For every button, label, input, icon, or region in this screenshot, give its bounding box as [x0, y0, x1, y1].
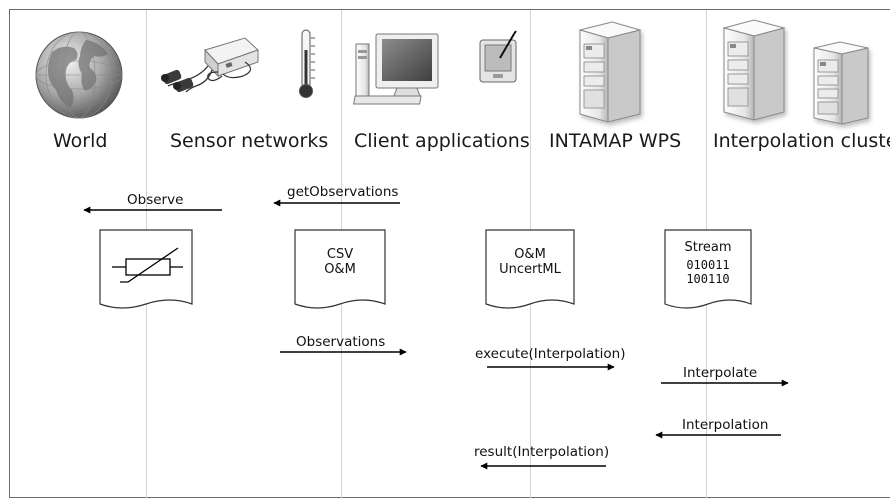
sensor-symbol-document	[99, 229, 193, 309]
stream-document	[664, 229, 752, 309]
lane-header-world: World	[53, 130, 108, 152]
get-observations-label: getObservations	[287, 184, 399, 200]
csv-om-document	[294, 229, 386, 309]
interpolate-label: Interpolate	[683, 365, 758, 381]
lane-header-intamap-wps: INTAMAP WPS	[549, 130, 682, 152]
pda-icon	[479, 30, 517, 83]
om-uncertml-document	[485, 229, 575, 309]
csv-om-document-text: CSV O&M	[295, 247, 385, 277]
globe-icon	[35, 31, 123, 119]
interpolation-label: Interpolation	[682, 417, 769, 433]
doc-line: O&M	[514, 247, 546, 262]
doc-line: UncertML	[499, 262, 561, 277]
server-icon	[578, 21, 642, 123]
doc-line: 010011	[686, 258, 730, 272]
doc-line: CSV	[326, 247, 354, 262]
desktop-computer-icon	[353, 33, 439, 105]
doc-title: Stream	[684, 240, 732, 255]
execute-label: execute(Interpolation)	[475, 346, 626, 362]
observe-label: Observe	[127, 192, 184, 208]
server-cluster-icon	[722, 19, 869, 125]
diagram-frame	[9, 9, 890, 498]
doc-line: O&M	[324, 262, 356, 277]
om-uncertml-document-text: O&M UncertML	[486, 247, 574, 277]
observations-label: Observations	[296, 334, 386, 350]
lane-header-client-applications: Client applications	[354, 130, 530, 152]
lane-header-sensor-networks: Sensor networks	[170, 130, 329, 152]
doc-line: 100110	[686, 272, 730, 286]
thermometer-icon	[299, 29, 315, 98]
lane-header-interpolation-cluster: Interpolation cluster	[713, 130, 890, 152]
stream-document-text: Stream 010011 100110	[665, 240, 751, 286]
result-label: result(Interpolation)	[474, 444, 610, 460]
sensor-device-icon	[161, 37, 259, 93]
